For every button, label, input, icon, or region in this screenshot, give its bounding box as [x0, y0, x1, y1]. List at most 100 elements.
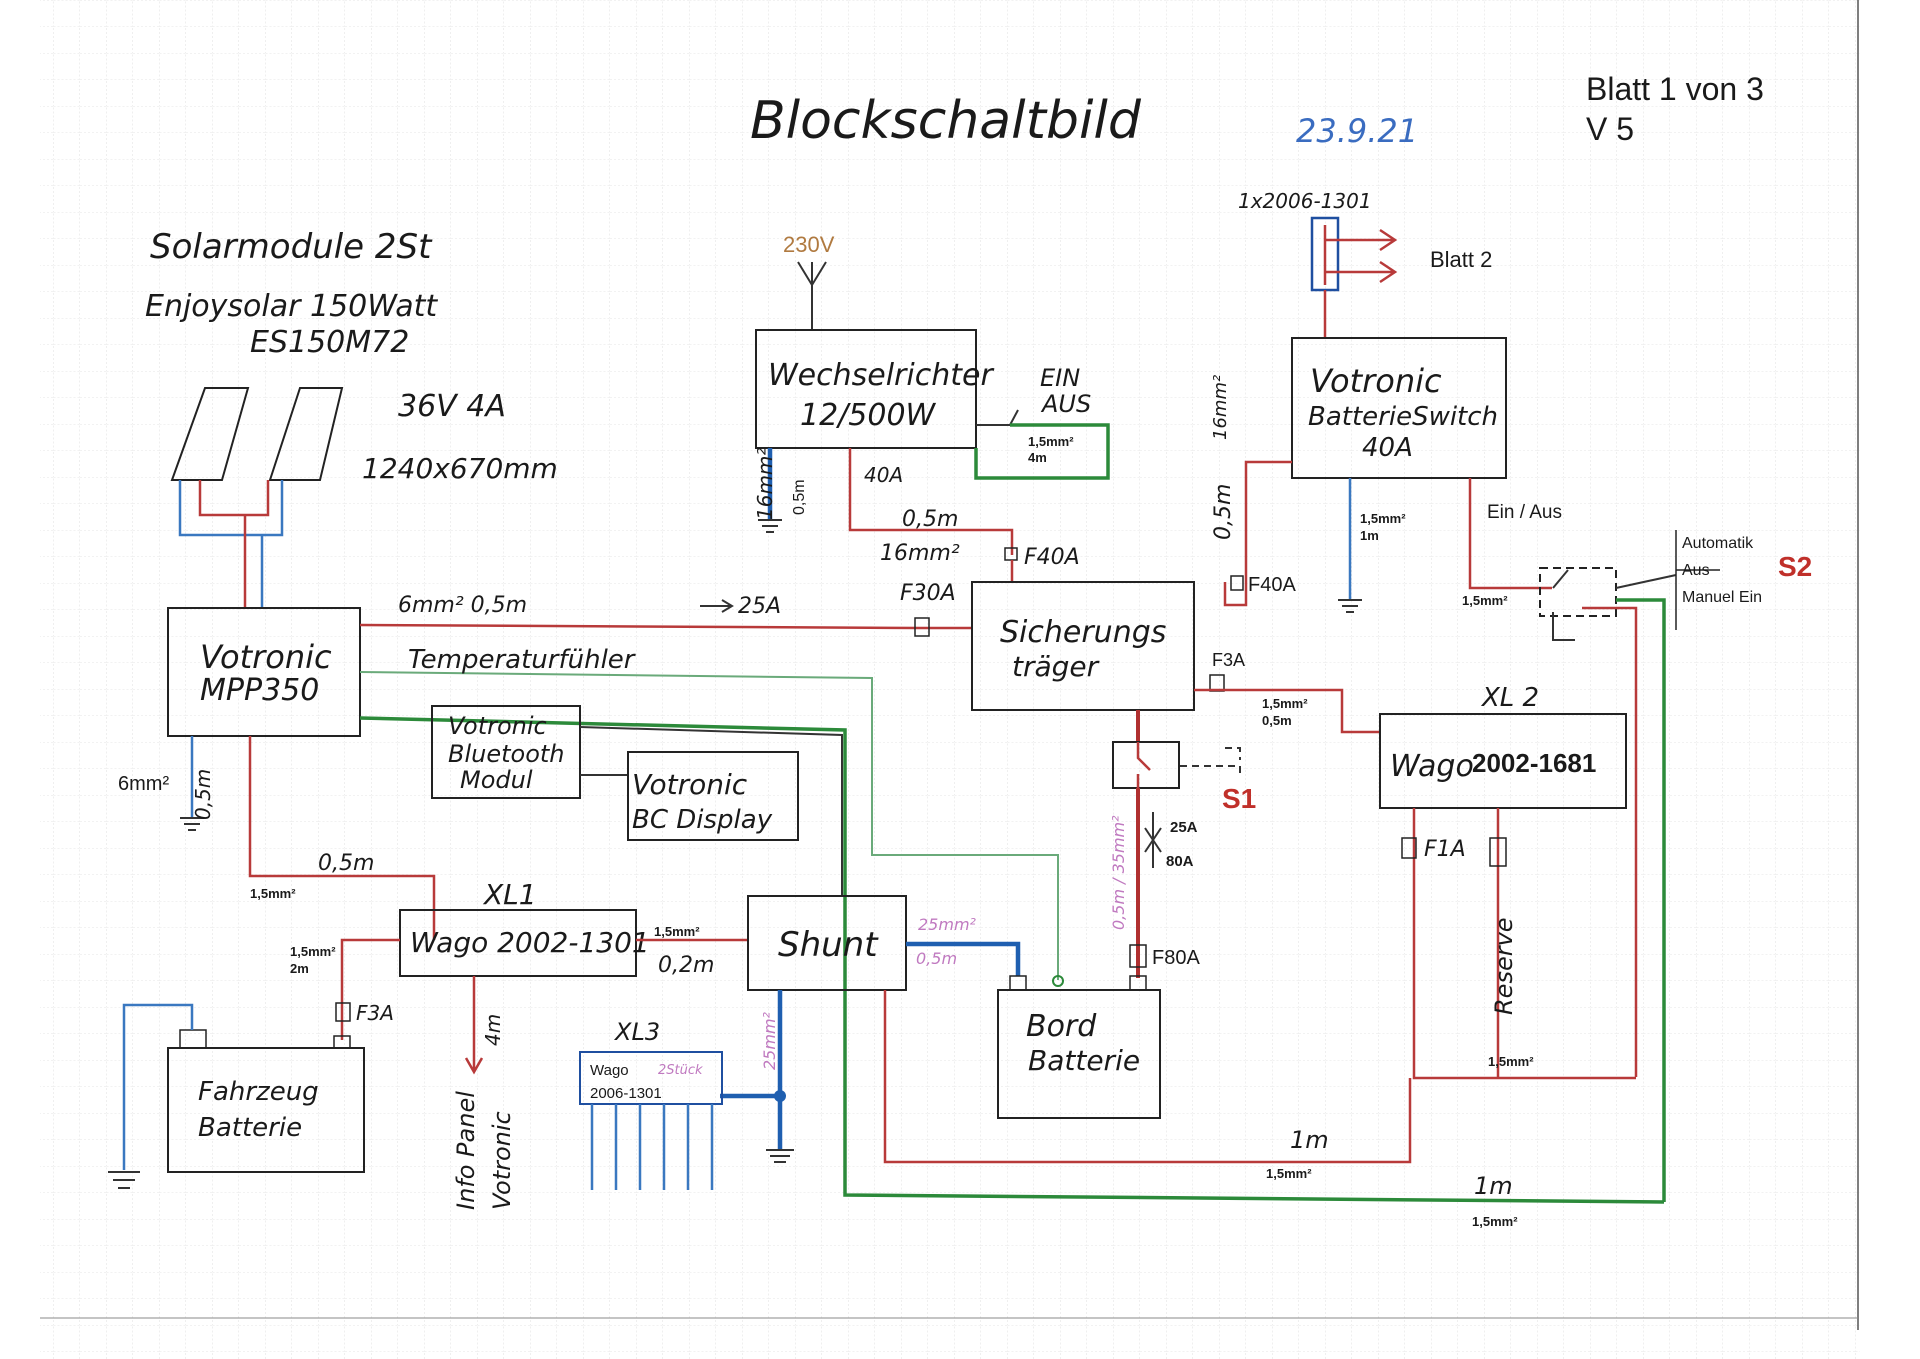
shunt: Shunt 25mm² 0,5m 25mm²: [720, 895, 1412, 1164]
bord-label2: Batterie: [1028, 1044, 1140, 1077]
temp-sensor-label: Temperaturfühler: [408, 645, 637, 675]
bs-gnd-cable2: 1m: [1360, 528, 1379, 543]
ac-input-label: 230V: [783, 232, 835, 257]
fusebox-cable1: 1,5mm²: [1262, 696, 1308, 711]
xl3-box: [579, 1051, 723, 1105]
sheet-ref-label: Blatt 2: [1430, 247, 1492, 272]
mpp-out-cable: 6mm² 0,5m: [398, 593, 527, 618]
bs-gnd-cable1: 1,5mm²: [1360, 511, 1406, 526]
xl1-info-len: 4m: [481, 1014, 505, 1046]
s1-remote-icon: [1180, 747, 1241, 776]
xl3-label2: 2006-1301: [590, 1085, 662, 1102]
xl3-note: 2Stück: [658, 1063, 703, 1078]
s1-cable: 0,5m / 35mm²: [1109, 815, 1128, 930]
fahrzeug-label1: Fahrzeug: [198, 1077, 319, 1107]
inv-gnd-cable1: 16mm²: [753, 448, 777, 520]
inverter: 230V Wechselrichter 12/500W EIN AUS 1,5m…: [753, 232, 1110, 582]
bc-display: Votronic BC Display: [627, 751, 799, 841]
xl3-name: XL3: [613, 1018, 660, 1046]
solar-panel-icon: [170, 387, 250, 481]
xl2-label2: 2002-1681: [1472, 748, 1596, 778]
arrow-down-icon: [464, 976, 484, 1075]
xl1-fz-cable2: 2m: [290, 961, 309, 976]
xl1-box: [399, 909, 637, 977]
fuse-icon: [914, 617, 930, 637]
battery-switch: 1x2006-1301 Blatt 2 Votronic BatterieSwi…: [1210, 189, 1562, 613]
solar-spec2: 1240x670mm: [362, 452, 558, 485]
bottom-labels: 1m 1,5mm² 1m 1,5mm²: [1266, 1126, 1518, 1229]
info-panel-label1: Info Panel: [452, 1091, 480, 1210]
inv-gnd-cable2: 0,5m: [791, 479, 808, 515]
xl1-name: XL1: [482, 878, 537, 911]
ground-icon: [766, 1149, 794, 1163]
ground-icon: [758, 519, 782, 533]
mpp-label2: MPP350: [200, 673, 319, 708]
xl1-fz-cable1: 1,5mm²: [290, 944, 336, 959]
solar-panels: [170, 387, 344, 608]
bottom-cable1: 1,5mm²: [1266, 1166, 1312, 1181]
fuse-icon: [1230, 575, 1244, 591]
inverter-box: [755, 329, 977, 449]
solar-info: Solarmodule 2St Enjoysolar 150Watt ES150…: [145, 227, 558, 485]
bs-label1: Votronic: [1310, 362, 1442, 400]
bs-cable-cross: 16mm²: [1210, 375, 1231, 440]
s2-switch-icon: [1539, 567, 1617, 617]
solar-line2: Enjoysolar 150Watt: [145, 289, 438, 324]
mpp350: Votronic MPP350 6mm² 0,5m 25A F30A Tempe…: [118, 581, 1665, 1204]
xl1-fuse: F3A: [356, 1001, 394, 1025]
bt-label1: Votronic: [448, 712, 547, 740]
switch-on-label: EIN: [1040, 364, 1080, 392]
bord-label1: Bord: [1026, 1009, 1097, 1044]
bs-cable-len: 0,5m: [1211, 484, 1236, 540]
xl3: XL3 Wago 2006-1301 2Stück: [579, 1018, 723, 1190]
xl1-in-len: 0,5m: [318, 851, 374, 876]
xl1-label: Wago 2002-1301: [410, 926, 650, 959]
bluetooth-box: [431, 705, 581, 799]
display-label1: Votronic: [632, 768, 748, 801]
s2-opt1: Automatik: [1682, 535, 1754, 552]
s2-switch: Automatik Aus Manuel Ein S2 1,5mm²: [1462, 530, 1812, 1202]
shunt-label: Shunt: [778, 925, 879, 965]
ein-aus-label: Ein / Aus: [1487, 502, 1562, 523]
s2-opt3: Manuel Ein: [1682, 589, 1762, 606]
inverter-label2: 12/500W: [800, 398, 937, 433]
arrow-icon: [1323, 225, 1398, 285]
s2-label: S2: [1778, 551, 1812, 582]
mpp-fuse: F30A: [900, 581, 956, 606]
s2-cable: 1,5mm²: [1462, 593, 1508, 608]
top-ref-label: 1x2006-1301: [1238, 189, 1372, 213]
fuse-icon: [1489, 837, 1507, 867]
bord-battery-box: [997, 989, 1161, 1119]
ground-icon: [108, 1171, 140, 1189]
solar-line3: ES150M72: [250, 325, 409, 360]
bt-label2: Bluetooth: [448, 740, 565, 768]
s1-fuse: F80A: [1152, 947, 1200, 969]
info-panel-label2: Votronic: [488, 1111, 516, 1210]
bluetooth-module: Votronic Bluetooth Modul: [431, 705, 628, 799]
xl2-cable: 1,5mm²: [1488, 1054, 1534, 1069]
ground-icon: [1338, 599, 1362, 613]
fahrzeug-label2: Batterie: [198, 1113, 302, 1143]
xl3-label1: Wago: [590, 1062, 629, 1079]
mpp-current: 25A: [738, 594, 781, 619]
display-label2: BC Display: [632, 805, 773, 835]
inverter-label1: Wechselrichter: [768, 358, 994, 393]
fusebox-f3a: F3A: [1212, 650, 1245, 670]
arrow-icon: [700, 599, 734, 613]
battery-switch-box: [1291, 337, 1507, 479]
grid-background: [40, 0, 1860, 1359]
s1-switch-icon: [1112, 741, 1180, 789]
xl2-fuse: F1A: [1424, 837, 1466, 862]
arrow-up-icon: [1144, 838, 1162, 868]
reserve-label: Reserve: [1490, 917, 1518, 1015]
battery-terminal-icon: [1009, 975, 1027, 991]
bottom-len1: 1m: [1290, 1126, 1329, 1154]
bs-fuse: F40A: [1248, 574, 1296, 596]
fusebox-label1: Sicherungs: [1000, 615, 1166, 650]
sw-cable1: 1,5mm²: [1028, 434, 1074, 449]
vehicle-battery-box: [167, 1047, 365, 1173]
xl1-out-len: 0,2m: [658, 953, 714, 978]
vehicle-battery: Fahrzeug Batterie: [108, 1003, 365, 1189]
bt-label3: Modul: [460, 766, 533, 794]
